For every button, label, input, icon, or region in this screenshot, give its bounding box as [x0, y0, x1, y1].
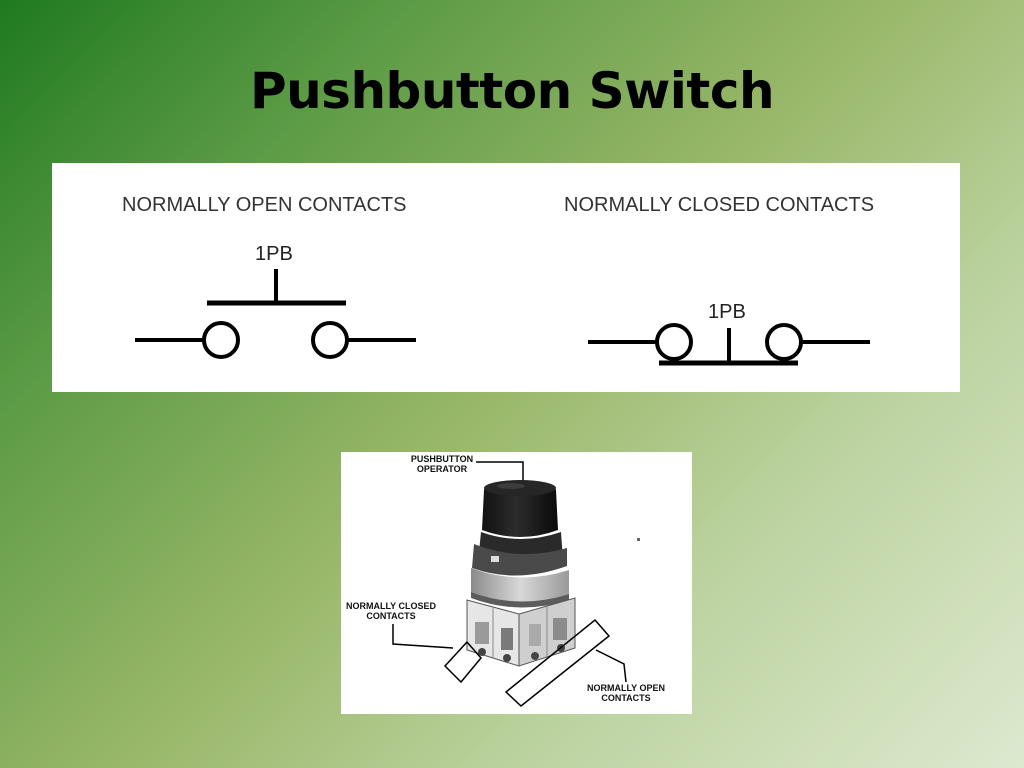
callout-operator-line1: PUSHBUTTON: [411, 454, 473, 464]
contact-symbols-panel: NORMALLY OPEN CONTACTS 1PB NORMALLY CLOS…: [52, 163, 960, 392]
leader-no: [595, 649, 627, 683]
normally-open-tag: 1PB: [255, 243, 293, 265]
leader-operator: [476, 461, 524, 482]
leader-nc: [392, 624, 454, 649]
callout-no-line1: NORMALLY OPEN: [587, 683, 665, 693]
normally-closed-label: NORMALLY CLOSED CONTACTS: [564, 194, 874, 216]
normally-open-label: NORMALLY OPEN CONTACTS: [122, 194, 407, 216]
no-left-contact: [202, 321, 240, 359]
nc-contacts-outline: [443, 640, 482, 684]
nc-right-contact: [765, 323, 803, 361]
contact-symbols-diagram: NORMALLY OPEN CONTACTS 1PB NORMALLY CLOS…: [122, 194, 874, 366]
pushbutton-illustration: PUSHBUTTON OPERATOR NORMALLY CLOSED CONT…: [346, 454, 665, 707]
pushbutton-device: [466, 480, 576, 667]
callout-nc-line1: NORMALLY CLOSED: [346, 601, 437, 611]
callout-nc-line2: CONTACTS: [366, 611, 415, 621]
normally-closed-tag: 1PB: [708, 301, 746, 323]
slide-title: Pushbutton Switch: [249, 62, 775, 120]
callout-operator-line2: OPERATOR: [417, 464, 468, 474]
nc-left-contact: [655, 323, 693, 361]
no-right-contact: [311, 321, 349, 359]
no-contacts-outline: [504, 618, 611, 707]
normally-open-symbol: NORMALLY OPEN CONTACTS 1PB: [122, 194, 416, 359]
normally-closed-symbol: NORMALLY CLOSED CONTACTS 1PB: [564, 194, 874, 366]
pushbutton-photo-panel: PUSHBUTTON OPERATOR NORMALLY CLOSED CONT…: [341, 452, 692, 714]
callout-no-line2: CONTACTS: [601, 693, 650, 703]
